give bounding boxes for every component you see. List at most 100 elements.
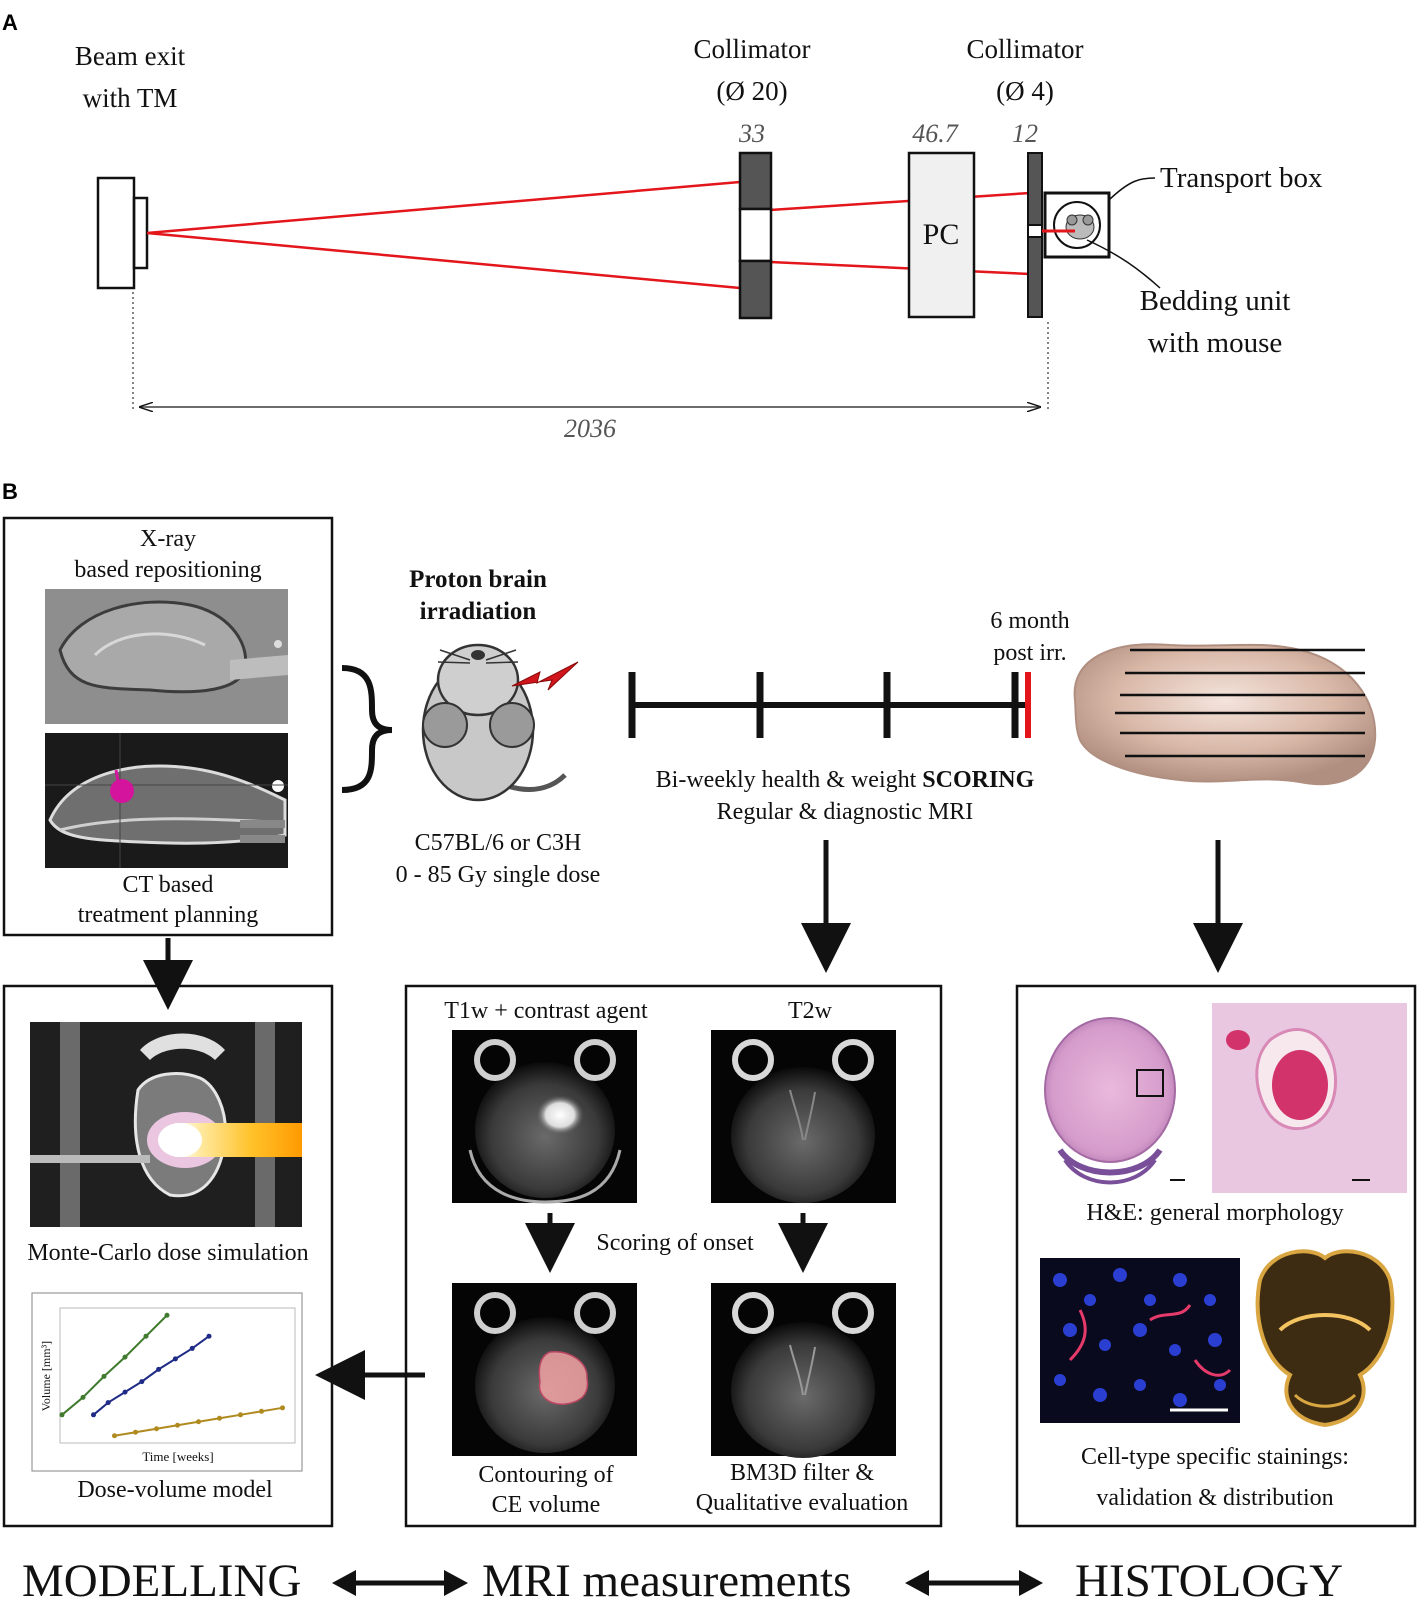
dose-volume-point xyxy=(175,1422,180,1428)
svg-text:validation & distribution: validation & distribution xyxy=(1096,1485,1333,1511)
histology-box: H&E: general morphology C xyxy=(1015,984,1417,1528)
svg-text:Bedding unit: Bedding unit xyxy=(1140,285,1291,317)
mri-label: Regular & diagnostic MRI xyxy=(717,799,974,825)
dose-volume-point xyxy=(280,1405,285,1411)
he-zoom-image xyxy=(1212,1003,1407,1193)
bedding-unit-label: Bedding unit with mouse xyxy=(1140,285,1291,359)
bedding-leader xyxy=(1086,239,1161,289)
contouring-label: Contouring of CE volume xyxy=(478,1462,613,1518)
plot-y-axis-label: Volume [mm³] xyxy=(39,1341,53,1411)
svg-text:CT based: CT based xyxy=(123,872,214,898)
mri-bm3d-image xyxy=(711,1283,896,1458)
he-overview-image xyxy=(1044,1017,1185,1185)
mouse-strain-label: C57BL/6 or C3H 0 - 85 Gy single dose xyxy=(396,830,601,888)
dose-volume-point xyxy=(164,1312,170,1318)
svg-text:post irr.: post irr. xyxy=(993,640,1066,666)
svg-text:Monte-Carlo dose simulation: Monte-Carlo dose simulation xyxy=(27,1240,308,1266)
golden-stain-image xyxy=(1255,1249,1395,1428)
fluorescence-image xyxy=(1040,1258,1240,1423)
svg-text:CE volume: CE volume xyxy=(492,1492,601,1518)
svg-text:6 month: 6 month xyxy=(990,608,1069,634)
svg-text:PC: PC xyxy=(923,218,960,251)
panel-a-label: A xyxy=(2,10,18,35)
svg-text:Qualitative evaluation: Qualitative evaluation xyxy=(696,1490,909,1516)
total-distance-dimension xyxy=(132,292,1049,410)
dose-volume-plot: Volume [mm³] Time [weeks] xyxy=(31,1292,303,1472)
distance-12: 12 xyxy=(1012,119,1038,148)
svg-text:T1w + contrast agent: T1w + contrast agent xyxy=(444,998,648,1024)
svg-text:with TM: with TM xyxy=(83,83,178,113)
transport-box xyxy=(1042,191,1111,259)
dose-volume-point xyxy=(238,1412,243,1418)
dose-volume-point xyxy=(156,1366,162,1372)
lightning-bolt-icon xyxy=(511,661,579,691)
svg-text:(Ø 20): (Ø 20) xyxy=(716,76,787,106)
plot-x-axis-label: Time [weeks] xyxy=(142,1449,213,1464)
dose-volume-point xyxy=(196,1419,201,1425)
dose-volume-point xyxy=(133,1429,138,1435)
dose-volume-point xyxy=(101,1373,107,1379)
monte-carlo-image xyxy=(30,1022,302,1227)
xray-image xyxy=(45,589,288,724)
svg-text:Collimator: Collimator xyxy=(694,34,811,64)
dose-volume-point xyxy=(80,1394,86,1400)
double-arrow-left xyxy=(332,1570,468,1596)
timeline xyxy=(628,672,1031,738)
svg-text:0 - 85 Gy single dose: 0 - 85 Gy single dose xyxy=(396,862,601,888)
collimator-1 xyxy=(738,151,773,320)
collimator-2-label: Collimator (Ø 4) xyxy=(967,34,1084,106)
dose-volume-point xyxy=(143,1333,149,1339)
collimator-2 xyxy=(1027,152,1043,318)
beam-exit-label: Beam exit with TM xyxy=(75,41,186,113)
beam-lines xyxy=(146,180,1031,290)
ct-image xyxy=(45,733,288,868)
svg-text:treatment planning: treatment planning xyxy=(78,902,259,928)
pc-box: PC xyxy=(907,151,976,319)
dose-volume-point xyxy=(172,1356,178,1362)
modelling-box: Monte-Carlo dose simulation Volume [mm³]… xyxy=(2,984,334,1528)
distance-33: 33 xyxy=(738,119,765,148)
brain-illustration xyxy=(1073,643,1377,786)
cell-type-label: Cell-type specific stainings: validation… xyxy=(1081,1444,1349,1511)
mouse-illustration xyxy=(421,643,567,802)
svg-text:based repositioning: based repositioning xyxy=(74,557,261,583)
planning-box: X-ray based repositioning CT based treat… xyxy=(2,516,334,937)
mri-contour-image xyxy=(452,1283,637,1456)
scoring-label: Bi-weekly health & weight SCORING xyxy=(656,767,1035,793)
dose-volume-point xyxy=(91,1412,96,1418)
dose-volume-point xyxy=(154,1426,159,1432)
dose-volume-point xyxy=(122,1354,128,1360)
svg-text:C57BL/6 or C3H: C57BL/6 or C3H xyxy=(415,830,582,856)
svg-text:(Ø 4): (Ø 4) xyxy=(996,76,1054,106)
dose-volume-point xyxy=(139,1379,145,1385)
svg-text:Dose-volume model: Dose-volume model xyxy=(77,1477,273,1503)
bm3d-label: BM3D filter & Qualitative evaluation xyxy=(696,1460,909,1516)
collimator-1-label: Collimator (Ø 20) xyxy=(694,34,811,106)
dose-volume-line-2 xyxy=(92,1335,210,1416)
dose-volume-series xyxy=(59,1312,285,1439)
svg-text:Proton brain: Proton brain xyxy=(409,566,547,593)
svg-text:T2w: T2w xyxy=(788,998,833,1024)
dose-volume-point xyxy=(189,1345,195,1351)
distance-46-7: 46.7 xyxy=(912,119,959,148)
distance-2036: 2036 xyxy=(564,414,616,443)
svg-text:with mouse: with mouse xyxy=(1148,327,1283,359)
svg-text:X-ray: X-ray xyxy=(140,526,196,552)
svg-text:irradiation: irradiation xyxy=(420,598,537,625)
dose-volume-point xyxy=(217,1415,222,1421)
modelling-heading: MODELLING xyxy=(22,1555,301,1601)
dose-volume-point xyxy=(112,1433,117,1439)
dose-volume-point xyxy=(105,1400,111,1406)
svg-text:H&E: general morphology: H&E: general morphology xyxy=(1086,1200,1343,1226)
dose-volume-point xyxy=(259,1408,264,1414)
transport-box-label: Transport box xyxy=(1160,162,1323,194)
svg-text:Beam exit: Beam exit xyxy=(75,41,186,71)
dose-volume-line-1 xyxy=(61,1314,168,1416)
mri-measurements-heading: MRI measurements xyxy=(482,1555,851,1601)
svg-text:Cell-type specific stainings:: Cell-type specific stainings: xyxy=(1081,1444,1349,1470)
grouping-brace xyxy=(341,665,393,793)
histology-heading: HISTOLOGY xyxy=(1075,1555,1343,1601)
proton-label: Proton brain irradiation xyxy=(409,566,547,625)
dose-volume-point xyxy=(122,1389,128,1395)
